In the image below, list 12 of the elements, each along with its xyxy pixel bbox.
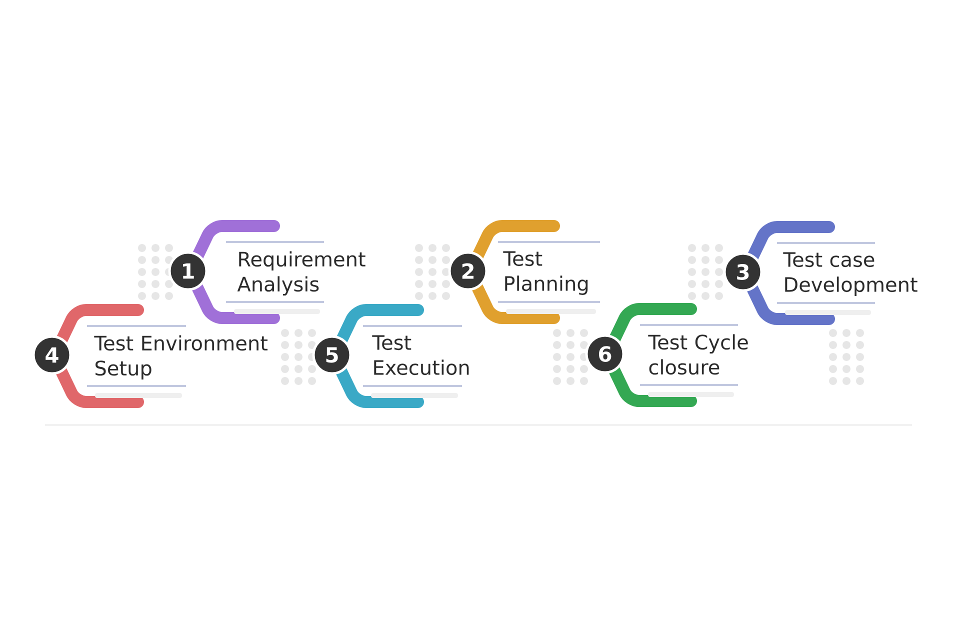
step-card: Test Planning: [498, 241, 600, 314]
step-card: Test Execution: [363, 325, 469, 398]
number-badge: 3: [723, 252, 763, 292]
number-badge: 5: [312, 335, 352, 375]
step-card: Test Cycle closure: [640, 324, 748, 397]
number-badge: 6: [585, 334, 625, 374]
step-card: Test case Development: [777, 242, 918, 315]
number-badge: 2: [448, 251, 488, 291]
number-badge: 1: [168, 251, 208, 291]
step-card: Requirement Analysis: [226, 241, 366, 314]
number-badge: 4: [32, 335, 72, 375]
step-card: Test Environment Setup: [87, 325, 268, 398]
